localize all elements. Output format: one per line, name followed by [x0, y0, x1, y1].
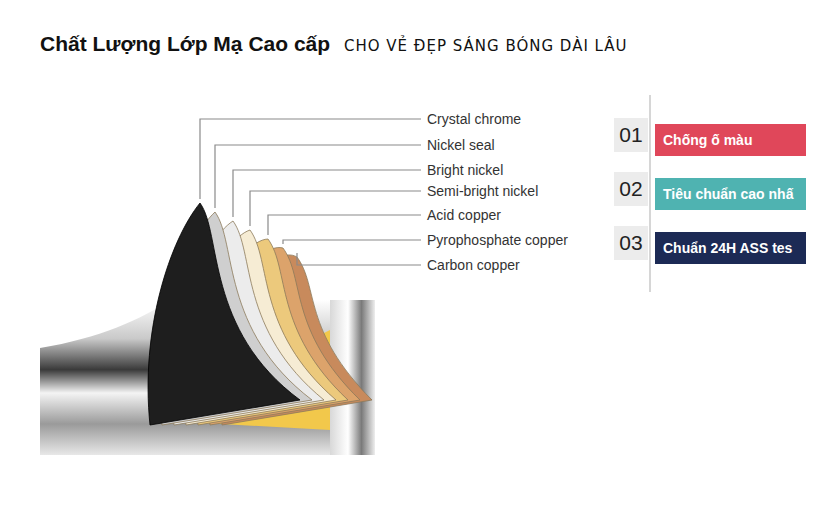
- divider-line: [649, 95, 651, 292]
- callout-number: 02: [614, 172, 648, 206]
- feature-band: Chống ố màu: [655, 124, 806, 156]
- leader-line: [250, 191, 421, 226]
- plating-layer: [148, 203, 300, 425]
- layer-label: Nickel seal: [427, 137, 495, 153]
- leader-line: [215, 145, 421, 208]
- layer-label: Pyrophosphate copper: [427, 232, 568, 248]
- callout-number: 03: [614, 226, 648, 260]
- feature-item: 01Chống ố màu: [614, 118, 818, 156]
- callout-number: 01: [614, 118, 648, 152]
- leader-line: [283, 240, 421, 244]
- layer-label: Bright nickel: [427, 162, 503, 178]
- layer-label: Acid copper: [427, 207, 501, 223]
- feature-item: 03Chuẩn 24H ASS tes: [614, 226, 818, 264]
- layer-label: Semi-bright nickel: [427, 183, 538, 199]
- leader-line: [233, 170, 421, 217]
- heading: Chất Lượng Lớp Mạ Cao cấp: [40, 32, 330, 56]
- layer-label: Carbon copper: [427, 257, 520, 273]
- layer-label: Crystal chrome: [427, 111, 521, 127]
- leader-lines: [200, 119, 421, 265]
- feature-item: 02Tiêu chuẩn cao nhấ: [614, 172, 818, 210]
- leader-line: [268, 215, 421, 235]
- subheading: CHO VẺ ĐẸP SÁNG BÓNG DÀI LÂU: [344, 37, 628, 55]
- leader-line: [297, 253, 421, 265]
- feature-band: Chuẩn 24H ASS tes: [655, 232, 806, 264]
- plating-layers: [148, 203, 372, 425]
- feature-band: Tiêu chuẩn cao nhấ: [655, 178, 806, 210]
